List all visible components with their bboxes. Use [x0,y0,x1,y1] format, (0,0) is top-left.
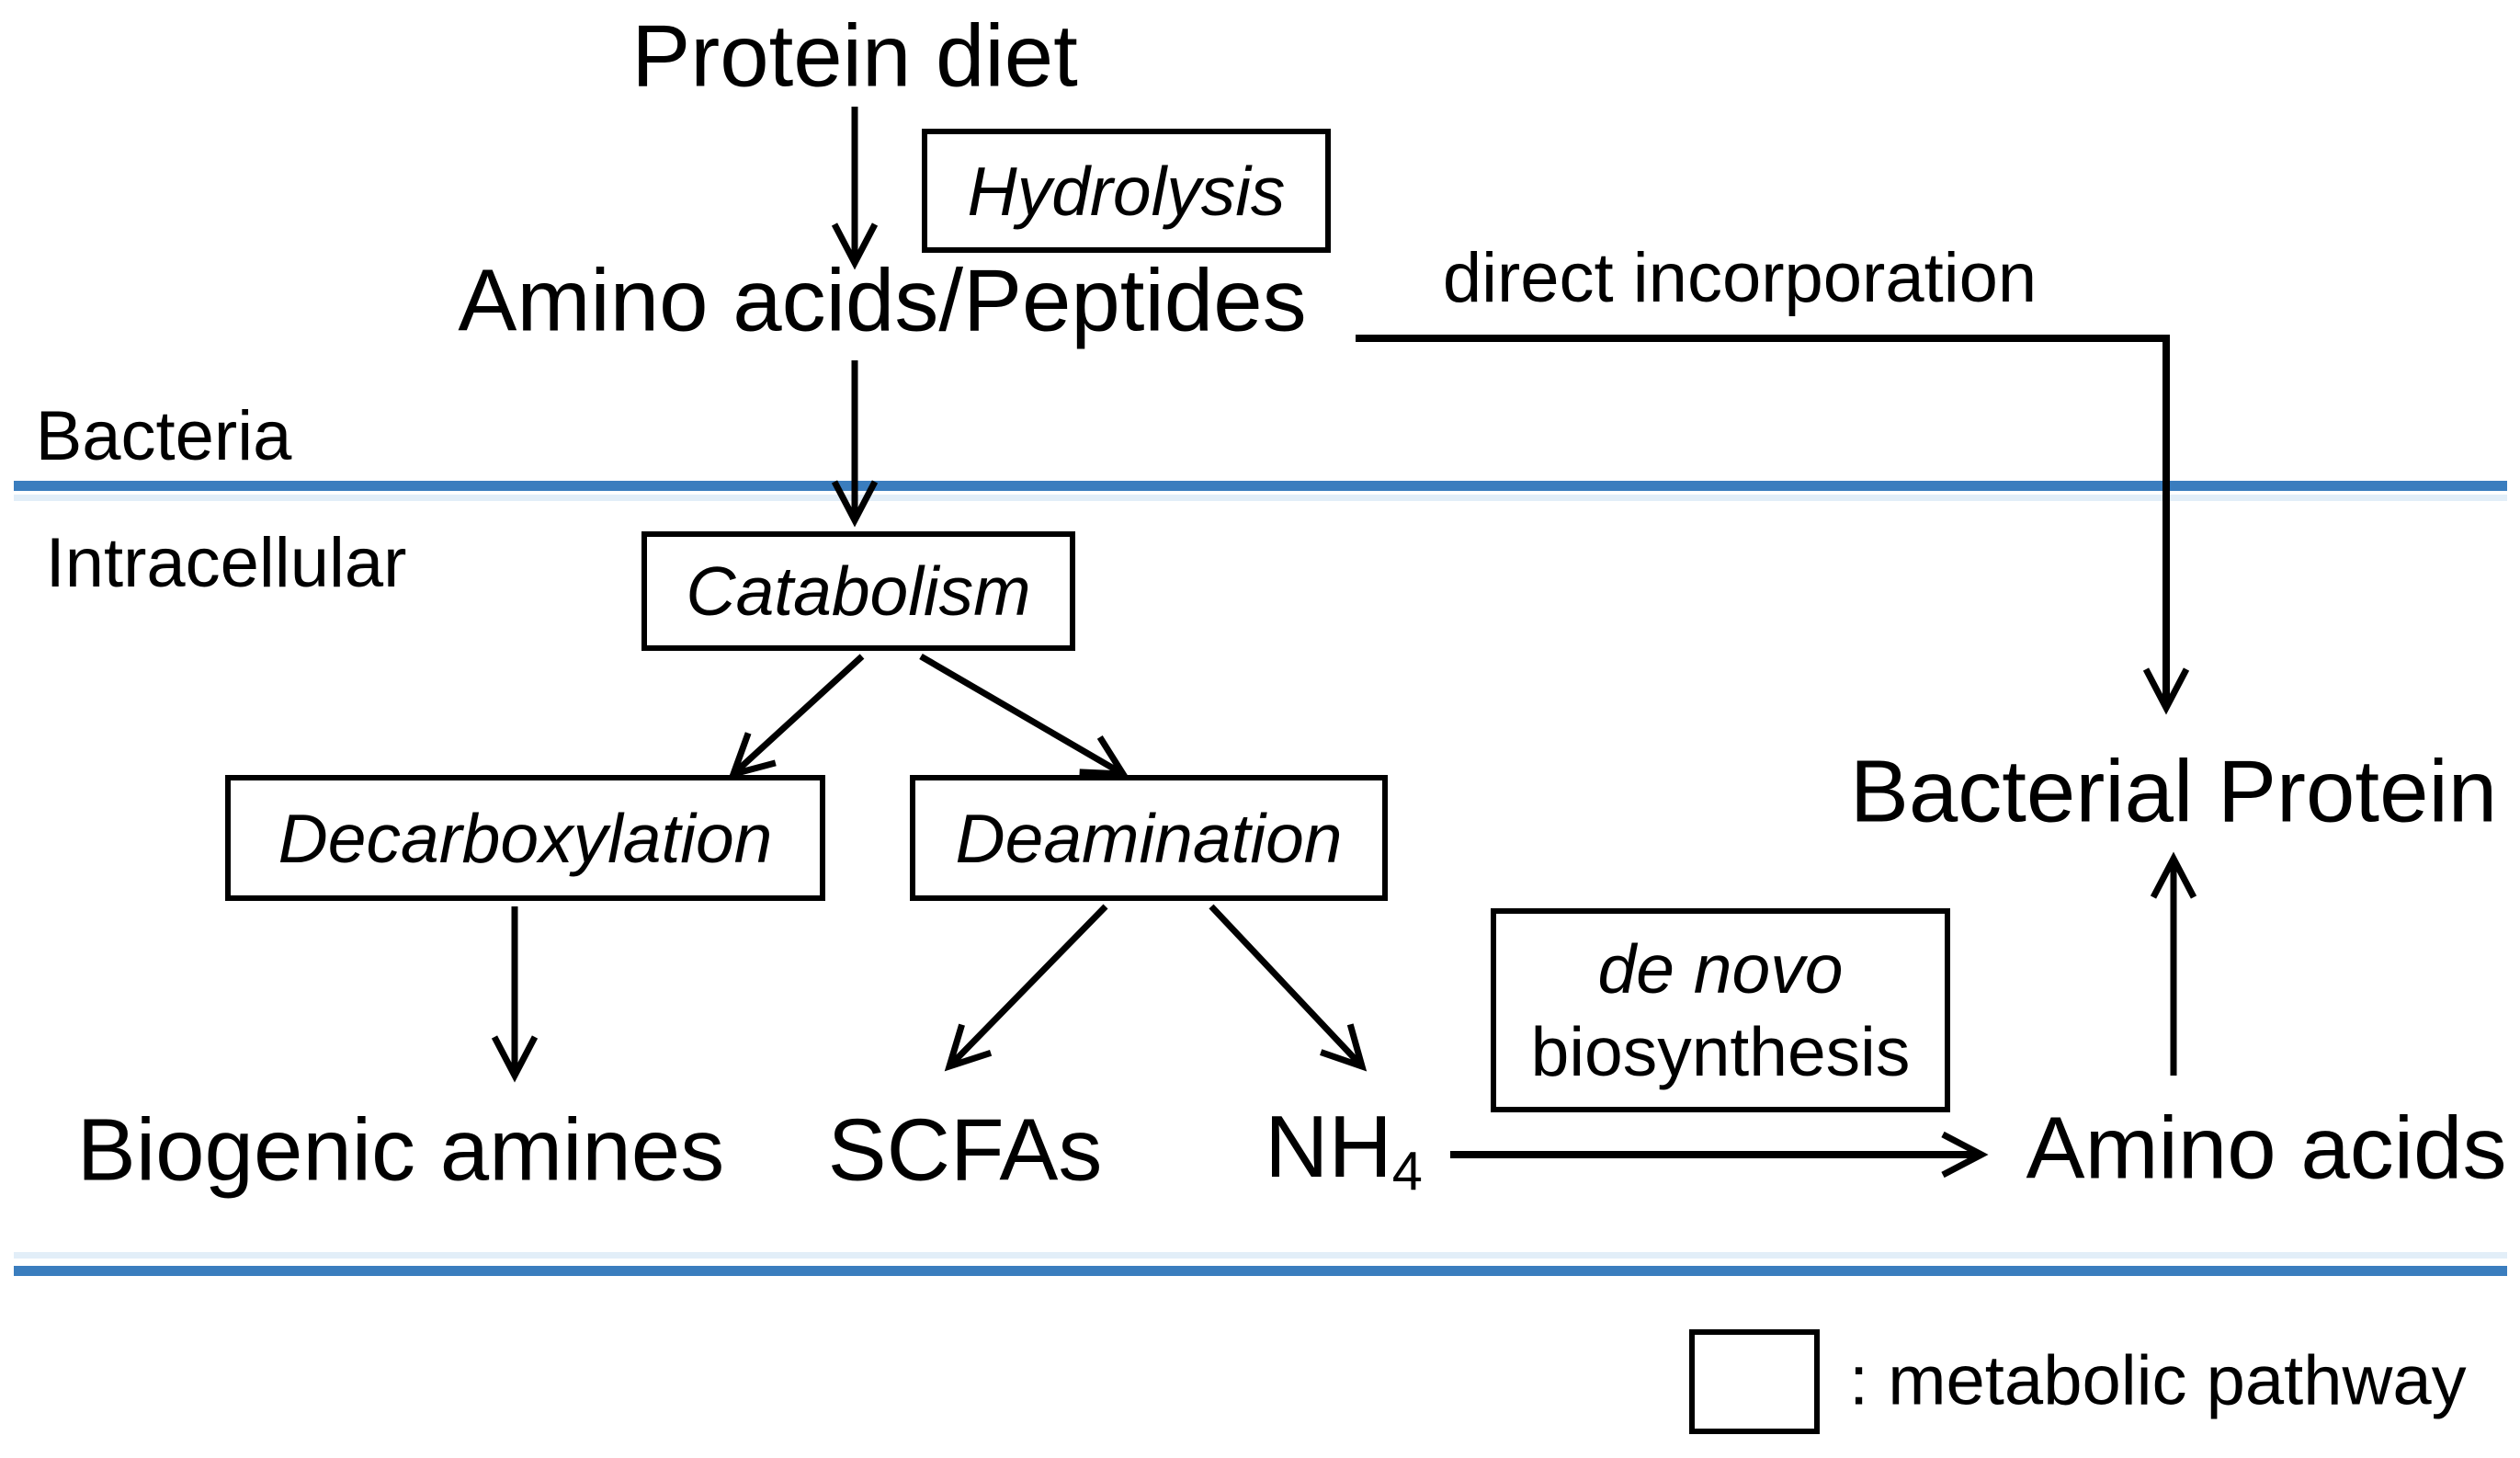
node-nh4: NH4 [1265,1098,1423,1202]
region-label-intracellular: Intracellular [45,524,407,603]
nh4-subscript: 4 [1391,1140,1423,1202]
pathway-box-decarboxylation: Decarboxylation [225,775,825,901]
node-amino-acids-peptides: Amino acids/Peptides [458,251,1307,350]
pathway-label-catabolism: Catabolism [686,552,1031,630]
node-protein-diet: Protein diet [631,6,1078,106]
pathway-box-hydrolysis: Hydrolysis [922,129,1331,253]
pathway-box-deamination: Deamination [910,775,1388,901]
pathway-label-deamination: Deamination [955,799,1343,877]
pathway-label-decarboxylation: Decarboxylation [278,799,773,877]
pathway-label-hydrolysis: Hydrolysis [967,152,1286,230]
pathway-label-de-novo: de novo [1597,930,1844,1008]
membrane-line-bottom-highlight [14,1252,2507,1259]
node-amino-acids: Amino acids [2026,1099,2507,1198]
pathway-box-de-novo-biosynthesis: de novo biosynthesis [1491,908,1950,1112]
legend-box-symbol [1689,1329,1820,1434]
pathway-box-catabolism: Catabolism [641,531,1075,651]
arrow-deamination-to-scfas [944,904,1108,1072]
edge-label-direct-incorporation: direct incorporation [1442,239,2038,318]
arrow-catabolism-to-deamination [919,653,1129,778]
legend-label-metabolic-pathway: : metabolic pathway [1849,1341,2467,1420]
node-scfas: SCFAs [827,1100,1103,1200]
nh4-base-text: NH [1265,1098,1392,1197]
pathway-label-biosynthesis: biosynthesis [1530,1013,1911,1090]
arrow-catabolism-to-decarboxylation [728,654,865,780]
membrane-line-bottom [14,1266,2507,1276]
membrane-line-top-highlight [14,495,2507,501]
membrane-line-top [14,481,2507,491]
region-label-bacteria: Bacteria [35,397,292,476]
node-bacterial-protein: Bacterial Protein [1849,742,2498,841]
arrow-deamination-to-nh4 [1209,904,1368,1072]
arrow-direct-incorporation-elbow [1356,335,2190,715]
node-biogenic-amines: Biogenic amines [76,1100,725,1200]
